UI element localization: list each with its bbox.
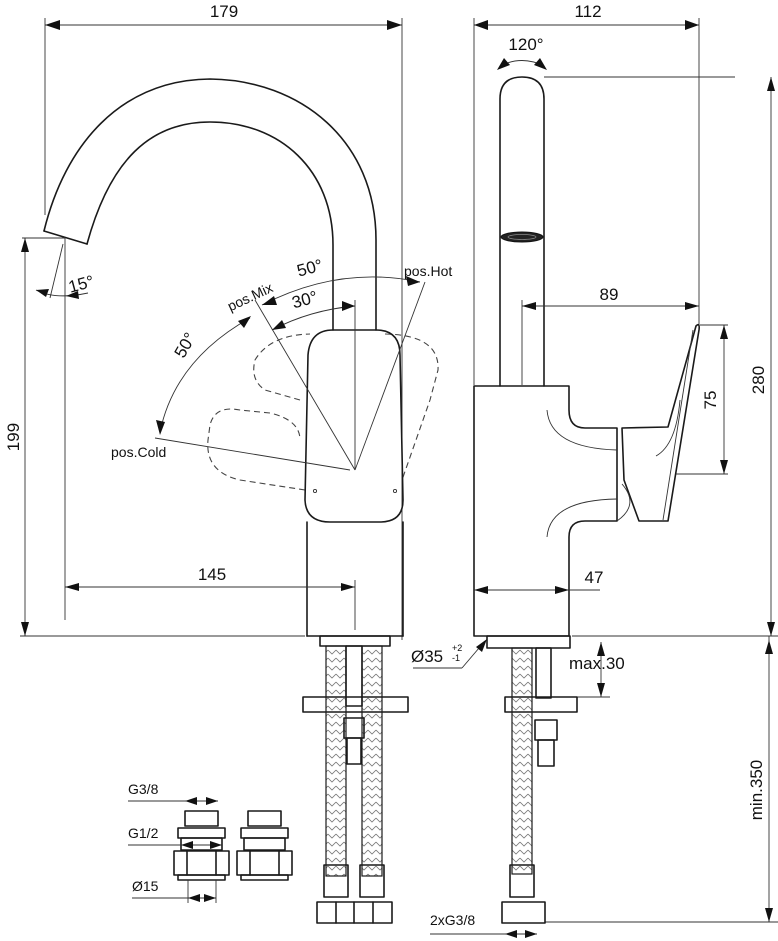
dimension-47: 47 (474, 568, 603, 594)
outlet-angle-label: 15° (66, 272, 96, 297)
hose-side (501, 647, 578, 924)
pos-mix-label: pos.Mix (225, 279, 275, 314)
outer-angle-label: 50° (295, 256, 325, 281)
dimension-89: 89 (521, 285, 699, 385)
depth-label: 112 (574, 2, 601, 21)
thread-small-label: G3/8 (128, 781, 159, 797)
dimension-max-30: max.30 (569, 642, 625, 698)
pos-hot-label: pos.Hot (404, 263, 452, 279)
dimension-280: 280 (572, 77, 778, 637)
lever-side (616, 323, 700, 522)
width-label: 179 (210, 2, 238, 21)
body-side (473, 385, 618, 649)
base-diameter-label: Ø35 (411, 647, 443, 666)
pipe-diameter-label: Ø15 (132, 878, 159, 894)
front-view: 179 15° 199 (4, 2, 452, 924)
thread-large-label: G1/2 (128, 825, 159, 841)
hoses-front (302, 645, 409, 924)
dimension-199: 199 (4, 238, 305, 637)
lever-height-label: 75 (701, 391, 720, 410)
max-deck-label: max.30 (569, 654, 625, 673)
cold-angle-label: 50° (171, 329, 200, 361)
lever-ghost-positions (207, 333, 439, 491)
side-view: 112 120° 89 (411, 2, 778, 938)
lever-front (304, 329, 404, 523)
reach-label: 145 (198, 565, 226, 584)
spout (43, 78, 377, 331)
fitting-left (173, 810, 230, 881)
dimension-179: 179 (44, 2, 403, 640)
total-height-label: 280 (749, 366, 768, 394)
outlet-angle: 15° (22, 237, 96, 620)
fitting-right (236, 810, 293, 881)
spout-side (499, 76, 735, 387)
hose-connection-dimension: 2xG3/8 (430, 912, 537, 938)
fittings: G3/8 G1/2 Ø15 (128, 781, 293, 903)
body-front (306, 521, 404, 647)
lever-reach-label: 89 (600, 285, 619, 304)
base-tolerance-plus: +2 (452, 643, 462, 653)
pos-cold-label: pos.Cold (111, 444, 166, 460)
outlet-height-label: 199 (4, 423, 23, 451)
dimension-145: 145 (65, 565, 356, 630)
swivel-indicator: 120° (497, 35, 547, 70)
hose-length-label: min.350 (747, 760, 766, 820)
dimension-112: 112 (473, 2, 700, 385)
base-tolerance-minus: -1 (452, 653, 460, 663)
dimension-min-350: min.350 (545, 636, 778, 923)
hose-connection-label: 2xG3/8 (430, 912, 475, 928)
swivel-label: 120° (508, 35, 543, 54)
lever-angle-lines (154, 276, 426, 471)
dimension-75: 75 (676, 324, 728, 475)
body-depth-label: 47 (585, 568, 604, 587)
base-diameter-callout: Ø35 +2 -1 (411, 639, 487, 669)
